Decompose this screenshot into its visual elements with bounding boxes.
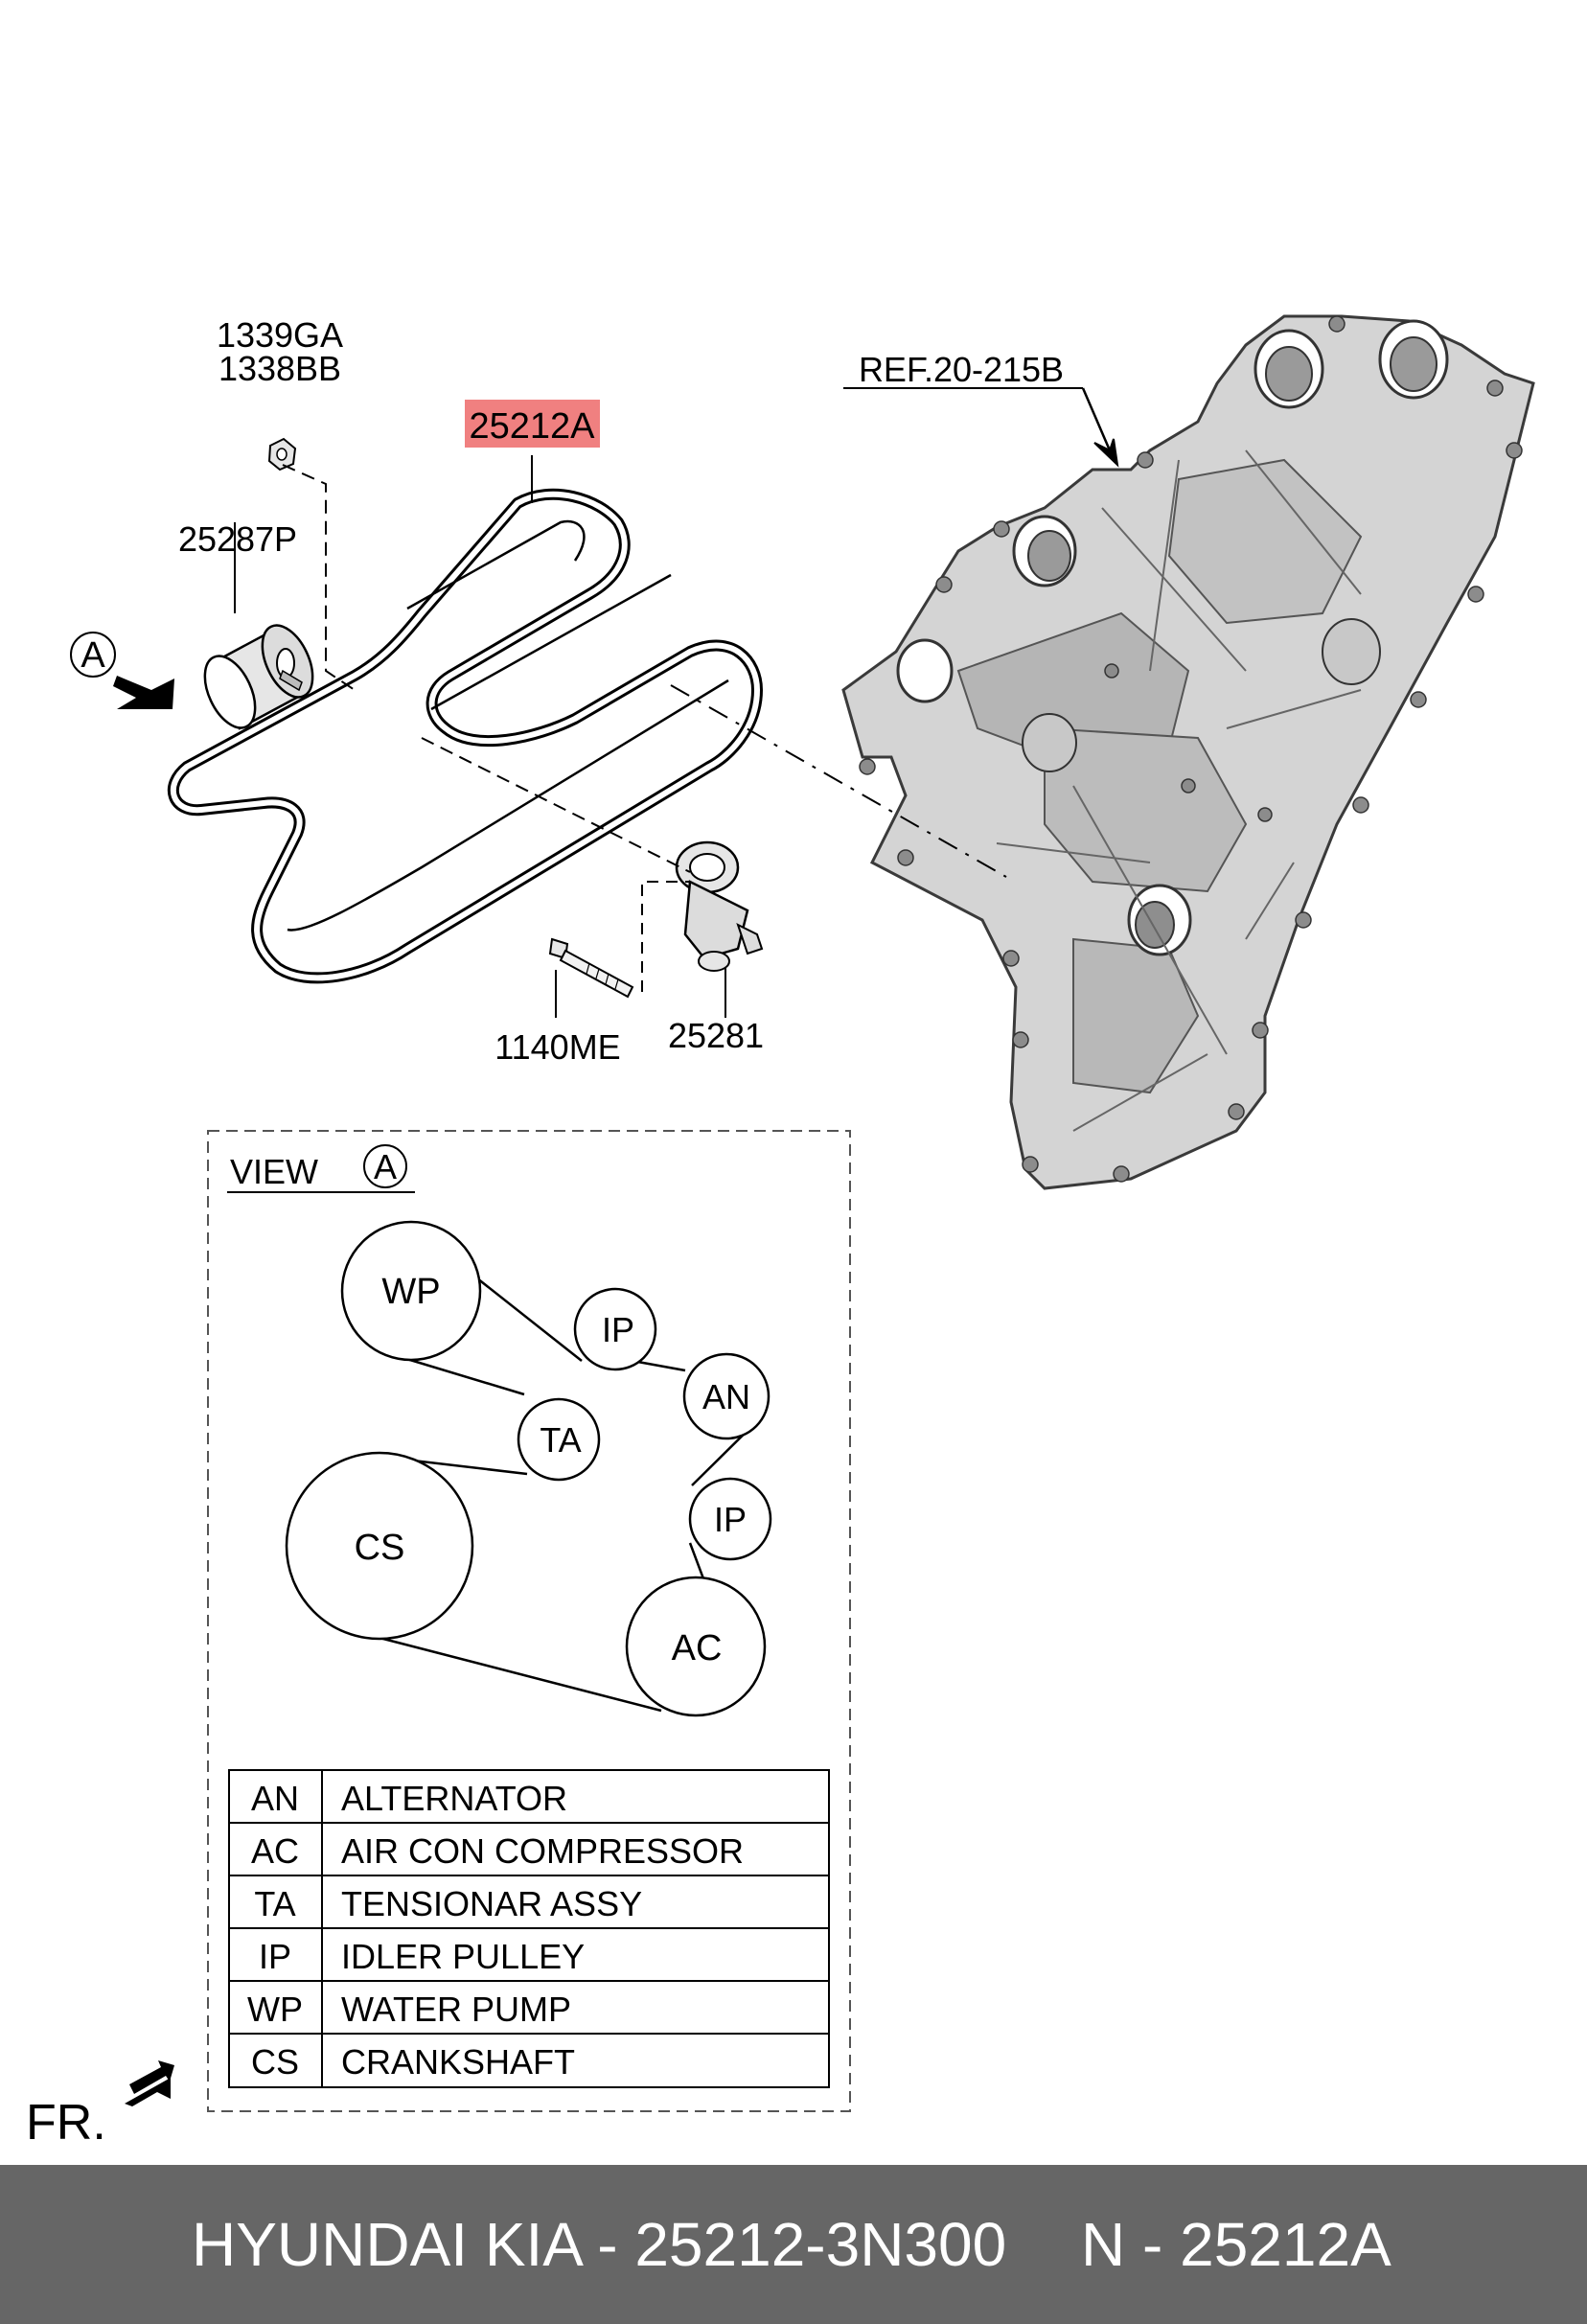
view-a-marker: A bbox=[70, 632, 174, 709]
tensioner-25281 bbox=[675, 840, 764, 972]
callout-1339ga: 1339GA bbox=[217, 315, 343, 355]
legend-name: TENSIONAR ASSY bbox=[341, 1884, 642, 1923]
view-marker-letter: A bbox=[374, 1147, 397, 1186]
svg-text:AN: AN bbox=[702, 1377, 750, 1416]
svg-text:IP: IP bbox=[714, 1500, 747, 1539]
legend-code: IP bbox=[259, 1937, 291, 1976]
bolt-1140me bbox=[548, 937, 634, 999]
legend-name: CRANKSHAFT bbox=[341, 2042, 575, 2082]
legend-name: WATER PUMP bbox=[341, 1990, 571, 2029]
idler-pulley-25287p bbox=[203, 624, 314, 730]
pulley-wp: WP bbox=[340, 1220, 482, 1362]
view-a-letter: A bbox=[80, 635, 105, 676]
view-a-arrow-icon bbox=[113, 676, 174, 709]
callout-25212a: 25212A bbox=[469, 406, 595, 447]
pulley-ta: TA bbox=[517, 1397, 601, 1482]
pulley-ip-right: IP bbox=[688, 1477, 772, 1561]
callout-1140me: 1140ME bbox=[494, 1027, 620, 1067]
view-a-panel bbox=[207, 1130, 851, 2112]
svg-text:CS: CS bbox=[355, 1528, 405, 1568]
front-label: FR. bbox=[26, 2095, 106, 2151]
timing-cover-illustration bbox=[841, 314, 1535, 1190]
callout-ref: REF.20-215B bbox=[859, 350, 1064, 389]
leader-lines bbox=[234, 387, 1119, 1018]
pulley-cs: CS bbox=[285, 1451, 474, 1641]
callout-25281: 25281 bbox=[668, 1016, 764, 1055]
callout-25287p: 25287P bbox=[178, 519, 297, 559]
svg-text:TA: TA bbox=[540, 1420, 581, 1460]
legend-code: CS bbox=[251, 2042, 299, 2082]
footer-part-number: HYUNDAI KIA - 25212-3N300 bbox=[192, 2210, 1007, 2279]
svg-text:AC: AC bbox=[672, 1628, 723, 1668]
legend-name: ALTERNATOR bbox=[341, 1779, 567, 1818]
front-indicator: FR. bbox=[26, 2060, 174, 2151]
legend-code: TA bbox=[254, 1884, 295, 1923]
pulley-ip-top: IP bbox=[573, 1287, 657, 1371]
legend-code: AN bbox=[251, 1779, 299, 1818]
legend-table bbox=[228, 1769, 830, 2088]
legend-name: IDLER PULLEY bbox=[341, 1937, 585, 1976]
nut-1339ga bbox=[267, 437, 297, 472]
callout-1338bb: 1338BB bbox=[218, 349, 341, 388]
svg-text:IP: IP bbox=[602, 1310, 634, 1349]
legend-code: WP bbox=[247, 1990, 303, 2029]
front-arrow-icon bbox=[129, 2060, 174, 2094]
legend-rows: AN ALTERNATOR AC AIR CON COMPRESSOR TA T… bbox=[247, 1779, 744, 2082]
pulley-an: AN bbox=[682, 1352, 770, 1440]
legend-name: AIR CON COMPRESSOR bbox=[341, 1831, 744, 1871]
legend-code: AC bbox=[251, 1831, 299, 1871]
svg-text:WP: WP bbox=[381, 1272, 440, 1312]
view-title: VIEW bbox=[230, 1152, 318, 1191]
serpentine-belt bbox=[167, 488, 763, 984]
callout-25212a-highlight bbox=[465, 400, 600, 448]
pulley-ac: AC bbox=[625, 1576, 767, 1717]
footer-diagram-code: N - 25212A bbox=[1081, 2210, 1392, 2279]
footer-bar: HYUNDAI KIA - 25212-3N300 N - 25212A bbox=[0, 2165, 1587, 2324]
view-marker-circle bbox=[363, 1144, 407, 1188]
